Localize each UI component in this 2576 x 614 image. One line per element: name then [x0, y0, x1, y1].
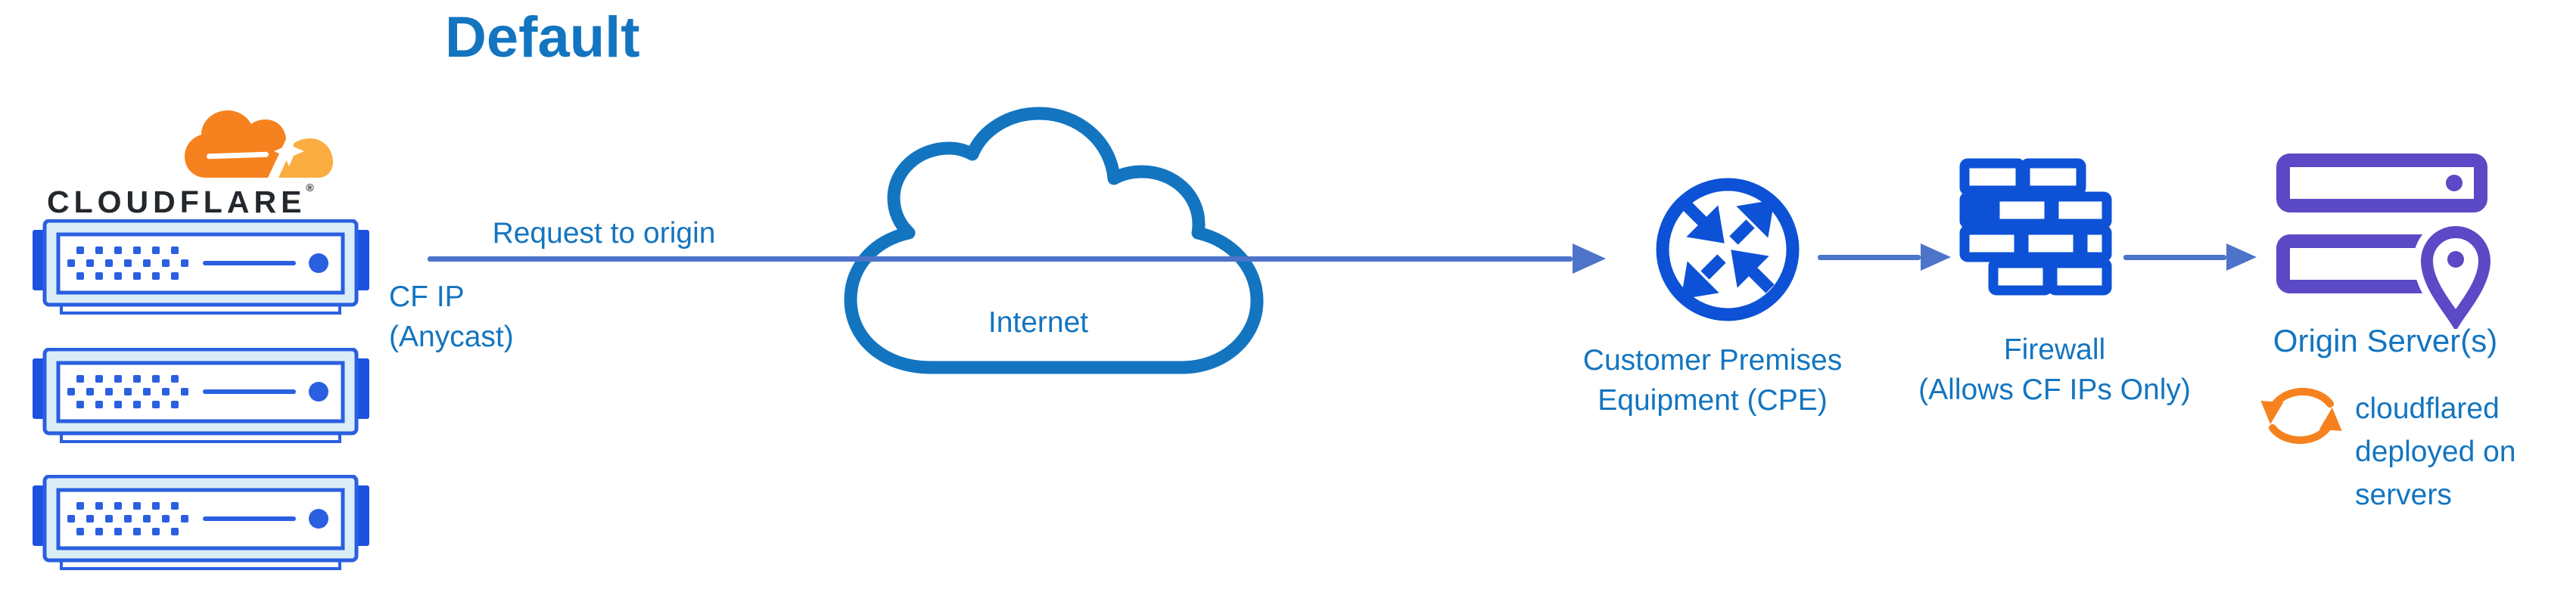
cf-ip-anycast-label: CF IP (Anycast)	[389, 277, 514, 357]
router-exchange-icon	[1656, 178, 1800, 321]
cloudflare-wordmark: CLOUDFLARE®	[47, 181, 314, 220]
page-title: Default	[445, 5, 640, 70]
rack-vent-dots	[67, 247, 188, 280]
firewall-label: Firewall (Allows CF IPs Only)	[1918, 330, 2191, 410]
cpe-label-line2: Equipment (CPE)	[1598, 384, 1828, 417]
registered-mark: ®	[306, 181, 314, 194]
origin-label: Origin Server(s)	[2273, 323, 2498, 358]
cf-ip-line: CF IP	[389, 281, 465, 313]
anycast-line: (Anycast)	[389, 321, 514, 353]
cloudflared-note: cloudflared deployed on servers	[2355, 387, 2516, 516]
logo-cloud-dark	[185, 110, 286, 178]
server-rack-2	[33, 348, 369, 443]
cloud-icon	[844, 107, 1264, 374]
server-rack-icon	[33, 475, 369, 570]
server-rack-3	[33, 475, 369, 570]
cloudflared-note-line2: deployed on	[2355, 436, 2516, 468]
request-to-origin-label: Request to origin	[492, 217, 716, 250]
request-line-arrowhead-icon	[1573, 243, 1606, 274]
origin-servers-location-icon	[2276, 154, 2499, 329]
logo-flare-star	[274, 136, 304, 166]
wordmark-text: CLOUDFLARE	[47, 185, 306, 219]
cloudflare-logo-icon	[185, 110, 333, 178]
logo-flare-streak	[207, 151, 269, 160]
cpe-label-line1: Customer Premises	[1582, 344, 1843, 377]
firewall-to-origin-line	[2123, 255, 2226, 260]
request-line	[428, 256, 1573, 262]
cpe-to-firewall-arrowhead-icon	[1921, 243, 1951, 271]
firewall-label-line1: Firewall	[2003, 333, 2106, 366]
internet-label: Internet	[988, 306, 1089, 339]
location-pin-icon	[2420, 226, 2491, 329]
server-rack-icon	[33, 348, 369, 443]
server-rack-1	[33, 219, 369, 315]
cloudflared-note-line3: servers	[2355, 479, 2452, 511]
cpe-to-firewall-line	[1818, 255, 1921, 260]
sync-icon	[2260, 387, 2342, 445]
firewall-label-line2: (Allows CF IPs Only)	[1918, 374, 2191, 406]
server-rack-icon	[33, 219, 369, 315]
cloudflared-note-line1: cloudflared	[2355, 392, 2500, 425]
brick-wall-icon	[1959, 158, 2112, 296]
firewall-to-origin-arrowhead-icon	[2226, 243, 2257, 271]
